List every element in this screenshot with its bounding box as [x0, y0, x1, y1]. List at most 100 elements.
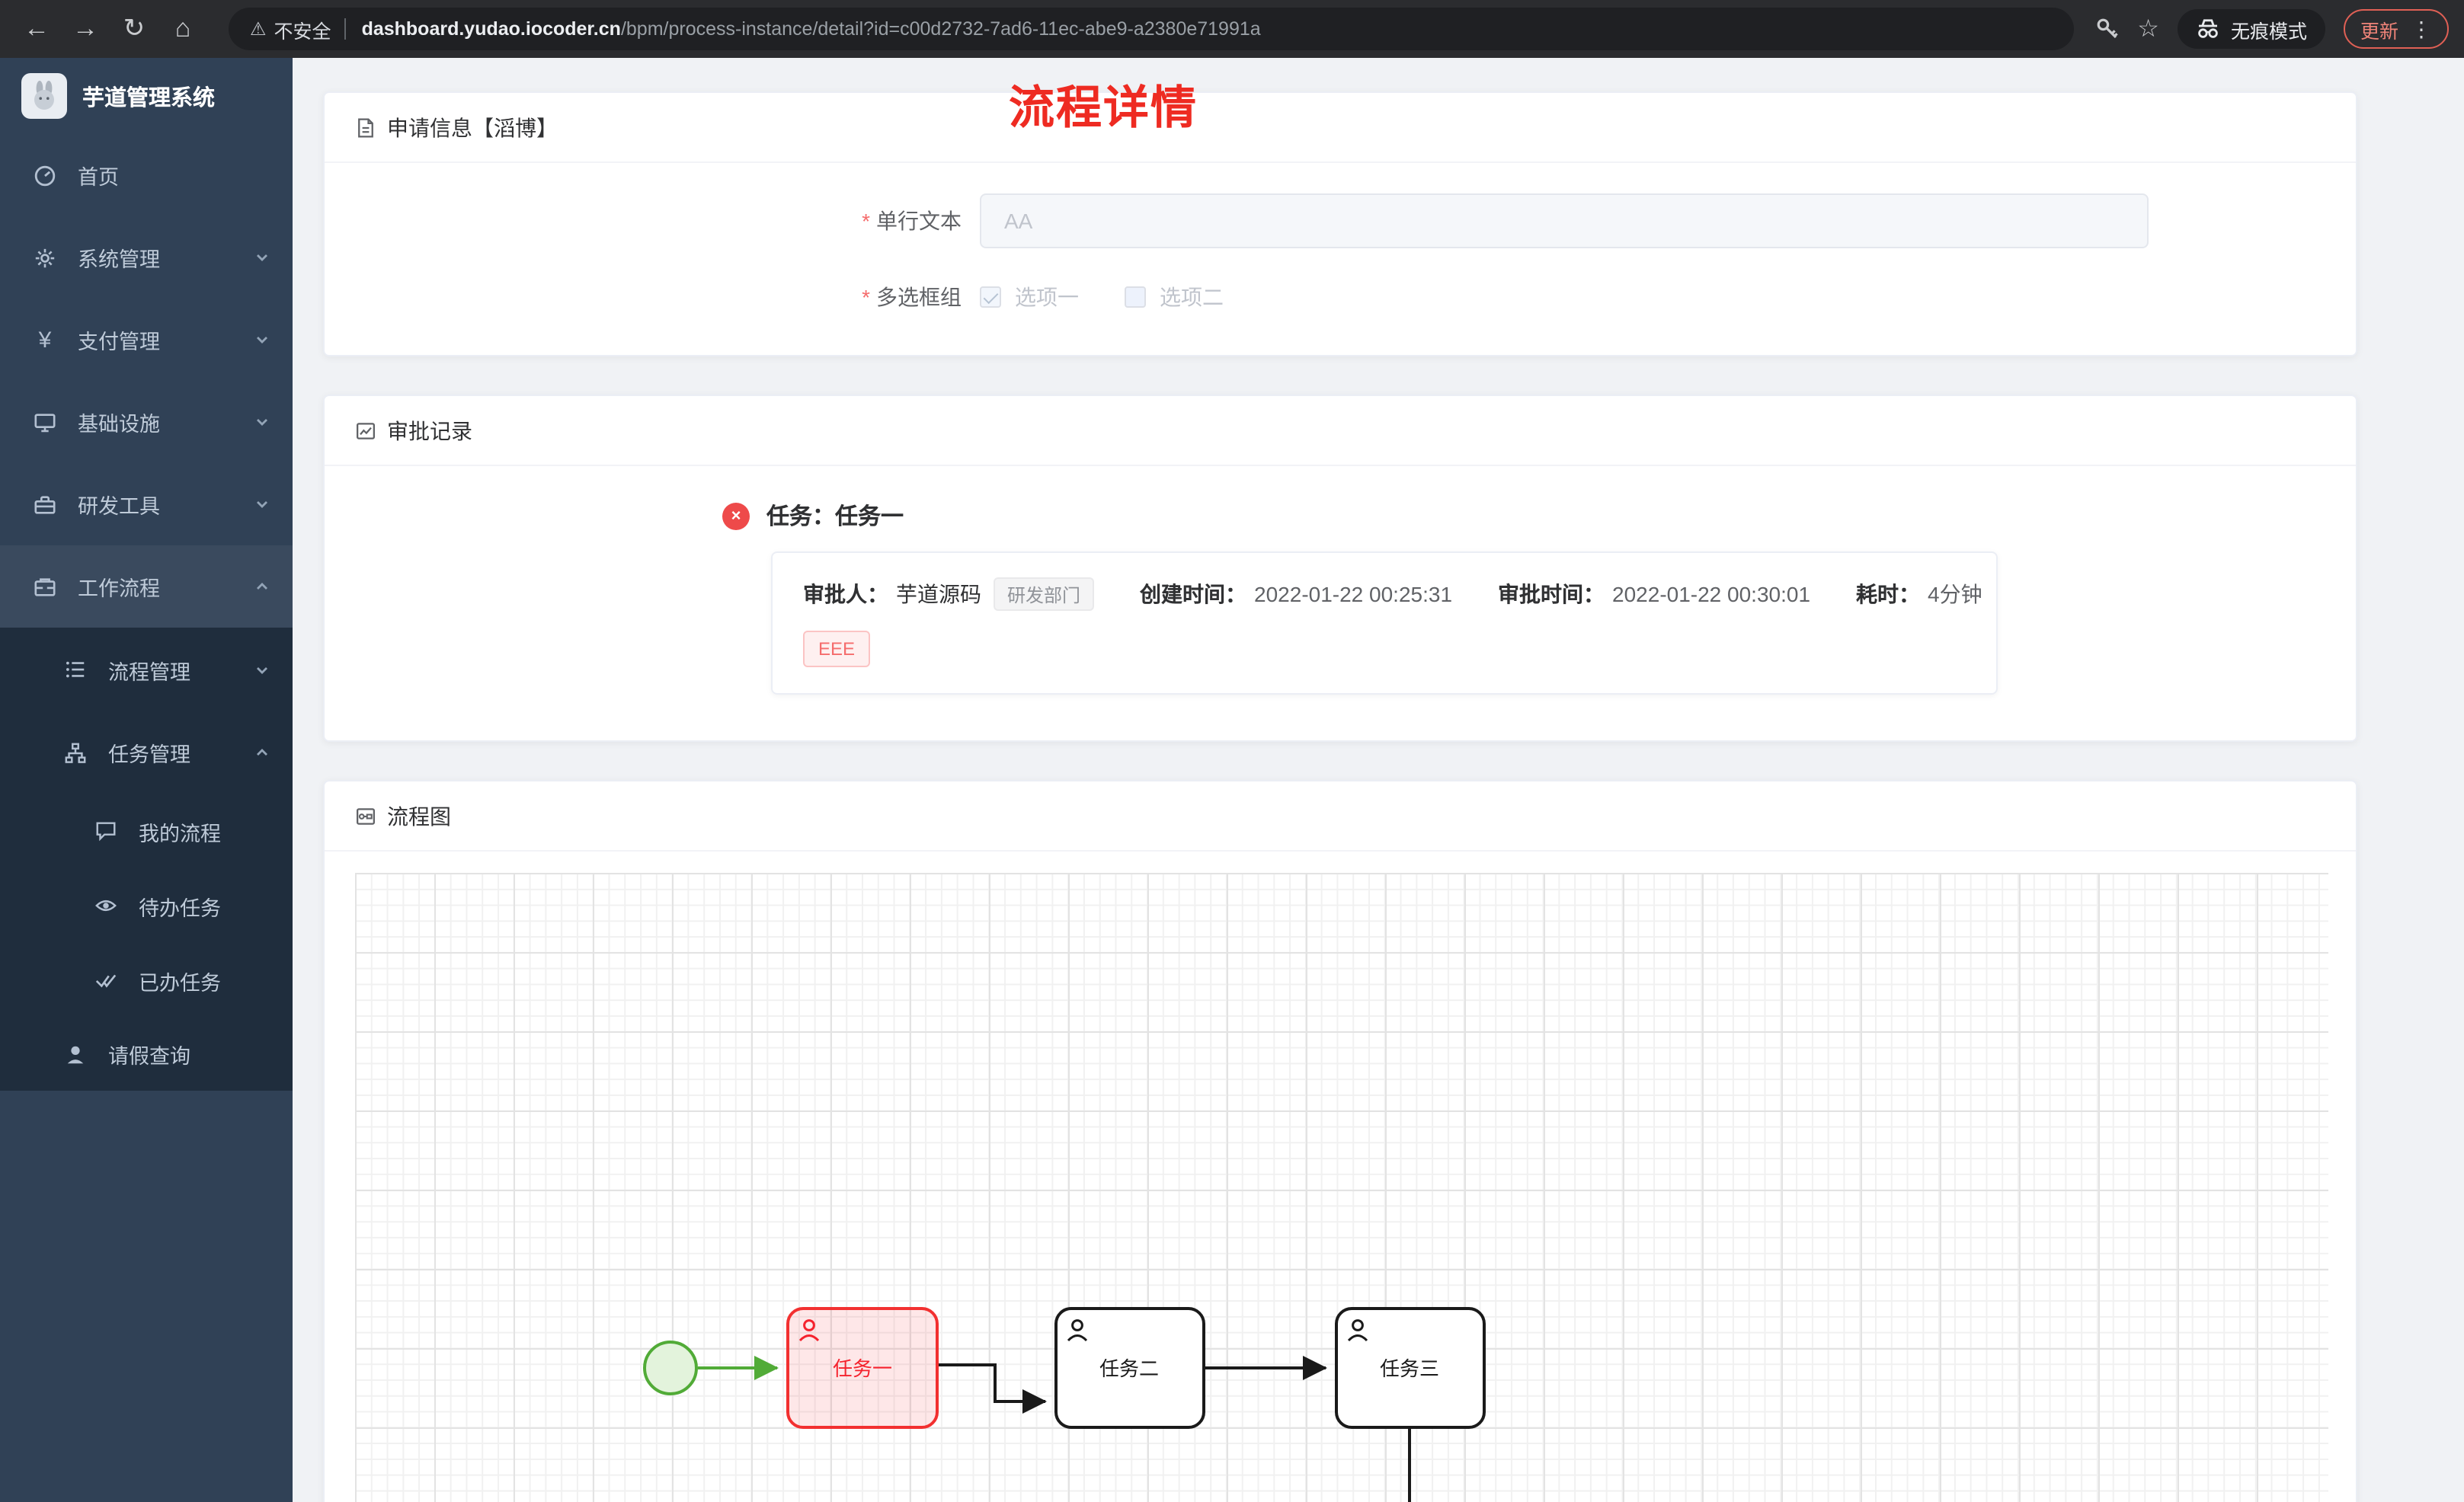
task-node-label: 任务三: [1380, 1357, 1439, 1380]
form-row-text: *单行文本: [355, 193, 2325, 248]
sidebar-item-task-management[interactable]: 任务管理: [0, 711, 293, 794]
apply-info-card-header: 申请信息【滔博】: [325, 93, 2356, 163]
eye-icon: [93, 894, 119, 917]
single-line-text-input[interactable]: [980, 193, 2149, 248]
created-time-label: 创建时间：: [1140, 582, 1247, 606]
app-title: 芋道管理系统: [82, 86, 215, 110]
workflow-icon: [32, 575, 58, 598]
page-title: 流程详情: [1009, 84, 1198, 134]
browser-actions: ☆ 无痕模式 更新 ⋮: [2094, 9, 2449, 49]
sidebar-item-devtools[interactable]: 研发工具: [0, 463, 293, 545]
process-diagram-card: 流程图: [323, 780, 2357, 1502]
checkbox-unchecked-icon: [1125, 286, 1146, 308]
approver-name: 芋道源码: [896, 582, 981, 606]
sidebar-item-leave-query[interactable]: 请假查询: [0, 1018, 293, 1091]
home-icon[interactable]: ⌂: [174, 14, 191, 43]
required-star: *: [862, 285, 870, 309]
double-check-icon: [93, 969, 119, 992]
diagram-icon: [357, 808, 375, 825]
forward-icon[interactable]: →: [72, 14, 98, 43]
browser-toolbar: ← → ↻ ⌂ ⚠ 不安全 dashboard.yudao.iocoder.cn…: [0, 0, 2464, 58]
sidebar-item-infrastructure[interactable]: 基础设施: [0, 381, 293, 463]
chevron-down-icon: [254, 497, 270, 512]
sidebar-item-home[interactable]: 首页: [0, 134, 293, 216]
security-label: 不安全: [274, 21, 331, 42]
sidebar-item-workflow[interactable]: 工作流程: [0, 545, 293, 628]
url-path: /bpm/process-instance/detail?id=c00d2732…: [620, 18, 1261, 40]
bookmark-star-icon[interactable]: ☆: [2137, 17, 2159, 43]
incognito-badge: 无痕模式: [2177, 9, 2325, 49]
timeline-task-row: × 任务：任务一: [722, 500, 2325, 532]
approval-detail-card: 审批人： 芋道源码 研发部门 创建时间： 2022-01-22 00:25:31…: [771, 551, 1998, 695]
sidebar-item-label: 基础设施: [78, 413, 160, 436]
task-node-label: 任务一: [833, 1357, 892, 1380]
approver-label: 审批人：: [803, 582, 888, 606]
sidebar-item-done-tasks[interactable]: 已办任务: [0, 943, 293, 1018]
sidebar-item-label: 首页: [78, 166, 119, 189]
checkbox-checked-icon: [980, 286, 1001, 308]
approved-time-label: 审批时间：: [1498, 582, 1605, 606]
sidebar-item-label: 我的流程: [139, 822, 221, 845]
bpmn-canvas[interactable]: 任务一 任务二: [355, 873, 2328, 1502]
key-icon[interactable]: [2094, 17, 2119, 41]
approval-record-card-header: 审批记录: [325, 396, 2356, 466]
checkbox-label: 选项二: [1160, 285, 1224, 309]
sequence-flow-task1-task2: [937, 1363, 1047, 1414]
task-node-3[interactable]: 任务三: [1335, 1307, 1486, 1429]
sidebar-item-label: 系统管理: [78, 248, 160, 271]
task-node-label: 任务二: [1099, 1357, 1159, 1380]
checkbox-option-2[interactable]: 选项二: [1125, 282, 1224, 312]
incognito-label: 无痕模式: [2230, 21, 2307, 42]
sidebar-item-todo-tasks[interactable]: 待办任务: [0, 868, 293, 943]
sidebar: 芋道管理系统 首页 系统管理 ¥ 支付管理: [0, 58, 293, 1502]
task-node-2[interactable]: 任务二: [1054, 1307, 1205, 1429]
sidebar-item-payment[interactable]: ¥ 支付管理: [0, 299, 293, 381]
app-logo-link[interactable]: 芋道管理系统: [0, 58, 293, 134]
back-icon[interactable]: ←: [24, 14, 50, 43]
task-node-1[interactable]: 任务一: [786, 1307, 939, 1429]
kebab-menu-icon: ⋮: [2411, 17, 2432, 41]
incognito-icon: [2198, 19, 2218, 38]
sidebar-item-system[interactable]: 系统管理: [0, 216, 293, 299]
dashboard-icon: [32, 164, 58, 187]
reload-icon[interactable]: ↻: [123, 14, 146, 43]
apply-info-card: 申请信息【滔博】 *单行文本 *多选框组 选项一: [323, 91, 2357, 356]
checkbox-label: 选项一: [1015, 285, 1079, 309]
checkbox-field-label: *多选框组: [862, 285, 962, 309]
user-task-icon: [798, 1319, 820, 1342]
sidebar-item-my-process[interactable]: 我的流程: [0, 794, 293, 868]
user-icon: [62, 1043, 88, 1066]
text-field-label: *单行文本: [862, 209, 962, 233]
checkbox-option-1[interactable]: 选项一: [980, 282, 1079, 312]
user-task-icon: [1067, 1319, 1088, 1342]
duration-label: 耗时：: [1856, 582, 1921, 606]
chevron-down-icon: [254, 250, 270, 265]
sidebar-item-process-management[interactable]: 流程管理: [0, 628, 293, 711]
url-domain: dashboard.yudao.iocoder.cn: [361, 18, 621, 40]
tree-icon: [62, 741, 88, 764]
approval-record-card-title: 审批记录: [387, 419, 472, 443]
created-time-value: 2022-01-22 00:25:31: [1254, 582, 1453, 606]
main-content: 流程详情 申请信息【滔博】 *单行文本 *多选框组: [293, 58, 2464, 1502]
chevron-down-icon: [254, 662, 270, 677]
approval-meta-line: 审批人： 芋道源码 研发部门 创建时间： 2022-01-22 00:25:31…: [803, 577, 1982, 611]
sidebar-item-label: 待办任务: [139, 896, 221, 919]
sidebar-item-label: 已办任务: [139, 971, 221, 994]
chevron-up-icon: [254, 745, 270, 760]
toolbox-icon: [32, 493, 58, 516]
comment-tag: EEE: [803, 631, 871, 667]
form-row-checkbox: *多选框组 选项一 选项二: [355, 282, 2325, 312]
workflow-submenu: 流程管理 任务管理 我的流程: [0, 628, 293, 1091]
process-diagram-card-title: 流程图: [387, 804, 451, 829]
approved-time-value: 2022-01-22 00:30:01: [1612, 582, 1811, 606]
update-label: 更新: [2360, 21, 2398, 42]
document-icon: [358, 118, 373, 138]
task-title: 任务：任务一: [766, 504, 904, 530]
process-diagram-card-header: 流程图: [325, 781, 2356, 852]
browser-menu-update-button[interactable]: 更新 ⋮: [2343, 9, 2449, 49]
apply-info-card-title: 申请信息【滔博】: [387, 116, 558, 140]
start-event-node[interactable]: [643, 1341, 698, 1395]
address-bar[interactable]: ⚠ 不安全 dashboard.yudao.iocoder.cn/bpm/pro…: [229, 8, 2074, 50]
chevron-up-icon: [254, 579, 270, 594]
